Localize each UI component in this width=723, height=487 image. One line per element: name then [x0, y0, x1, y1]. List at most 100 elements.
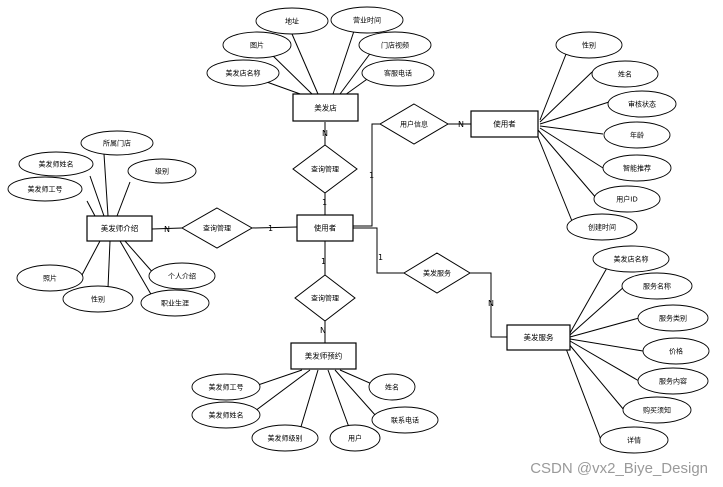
attribute-shape: [602, 154, 672, 182]
relationship-diamond: [292, 144, 358, 194]
attribute-label: 联系电话: [391, 416, 419, 425]
attribute-connector: [539, 43, 571, 121]
card-user-intro-1: 1: [268, 224, 273, 233]
entity-stylist-intro-label: 美发师介绍: [101, 223, 139, 233]
attribute-label: 美发店名称: [226, 69, 261, 78]
attribute-connector: [327, 369, 351, 431]
attribute-shape: [16, 264, 84, 292]
attribute-shape: [603, 121, 671, 149]
attribute-ellipse: 级别: [127, 158, 197, 184]
attribute-label: 智能推荐: [623, 164, 651, 173]
relationship-diamond: [180, 207, 254, 249]
entity-service: 美发服务: [506, 324, 571, 351]
entity-box: [292, 93, 359, 122]
entity-salon: 美发店: [292, 93, 359, 122]
entity-service-label: 美发服务: [524, 332, 554, 342]
attribute-shape: [566, 213, 638, 241]
attribute-connector: [334, 369, 377, 417]
attribute-label: 级别: [155, 167, 169, 176]
card-user-booking-1: 1: [321, 257, 326, 266]
attribute-connector: [569, 338, 644, 352]
attribute-shape: [329, 424, 381, 452]
attribute-shape: [191, 401, 261, 429]
attribute-connector: [107, 240, 111, 289]
attribute-shape: [371, 406, 439, 434]
entity-stylist-booking-label: 美发师预约: [305, 351, 343, 361]
attribute-label: 价格: [669, 347, 683, 356]
attribute-label: 详情: [627, 436, 641, 445]
attribute-shape: [622, 396, 692, 424]
attribute-shape: [368, 373, 416, 401]
attribute-label: 用户ID: [616, 195, 637, 204]
attribute-connector: [119, 240, 153, 297]
relationship-salon-user: 查询管理: [292, 144, 358, 194]
attribute-connector: [332, 27, 356, 95]
attribute-shape: [555, 31, 623, 59]
attribute-connector: [569, 340, 640, 382]
attribute-connector: [116, 181, 131, 217]
attribute-ellipse: 所属门店: [80, 130, 154, 156]
attribute-ellipse: 年龄: [603, 121, 671, 149]
relationship-customer: 用户信息: [379, 103, 449, 145]
attribute-connector: [267, 50, 313, 95]
attribute-ellipse: 职业生涯: [140, 289, 210, 317]
attribute-connector: [89, 175, 105, 217]
attribute-ellipse: 购买须知: [622, 396, 692, 424]
attribute-shape: [206, 59, 280, 87]
attributes-stylist-intro: 所属门店 美发师姓名 级别 美发师工号 照片 个人介绍 性别 职业生涯: [7, 130, 216, 317]
attribute-shape: [7, 176, 83, 202]
attribute-ellipse: 服务内容: [637, 367, 709, 395]
attribute-connector: [539, 71, 593, 123]
entity-user: 使用者: [296, 214, 354, 242]
attribute-label: 美发店名称: [614, 255, 649, 264]
attribute-label: 客服电话: [384, 69, 412, 78]
attribute-connector: [339, 369, 373, 385]
attribute-label: 服务内容: [659, 377, 687, 386]
connector-user-service-rel: [353, 227, 404, 274]
relationship-intro-user: 查询管理: [180, 207, 254, 249]
attribute-label: 姓名: [385, 383, 399, 392]
attribute-connector: [569, 317, 640, 338]
attribute-shape: [637, 367, 709, 395]
attribute-connector: [539, 125, 604, 135]
attribute-ellipse: 详情: [599, 426, 669, 454]
attribute-label: 地址: [285, 17, 299, 26]
attribute-shape: [127, 158, 197, 184]
card-service-n: N: [488, 299, 494, 308]
attribute-shape: [80, 130, 154, 156]
relationship-intro-user-label: 查询管理: [203, 224, 231, 233]
attribute-shape: [330, 6, 404, 34]
relationship-salon-user-label: 查询管理: [311, 165, 339, 174]
attribute-ellipse: 联系电话: [371, 406, 439, 434]
attribute-shape: [251, 424, 319, 452]
cardinality-labels: N 1 N 1 1 N 1 N 1 N: [164, 120, 494, 335]
connector-intro-relation: [151, 227, 183, 230]
attribute-ellipse: 用户ID: [593, 185, 661, 213]
attribute-label: 用户: [348, 434, 362, 443]
attribute-ellipse: 照片: [16, 264, 84, 292]
relationship-diamond: [403, 252, 471, 294]
attributes-salon: 地址 营业时间 图片 门店视频 美发店名称 客服电话: [206, 6, 435, 87]
attribute-label: 服务类别: [659, 314, 687, 323]
entity-customer-label: 使用者: [493, 119, 516, 129]
attribute-ellipse: 价格: [642, 337, 710, 365]
card-intro-n: N: [164, 225, 170, 234]
attribute-ellipse: 审核状态: [607, 90, 677, 118]
attribute-ellipse: 性别: [62, 285, 134, 313]
attribute-label: 职业生涯: [161, 299, 189, 308]
attribute-ellipse: 门店视频: [358, 31, 432, 59]
relationship-customer-label: 用户信息: [400, 120, 428, 129]
attribute-ellipse: 美发师姓名: [191, 401, 261, 429]
attribute-ellipse: 客服电话: [361, 59, 435, 87]
attribute-connector: [124, 240, 156, 276]
attribute-shape: [191, 373, 261, 401]
attribute-label: 姓名: [618, 70, 632, 79]
connector-service-rel-entity: [470, 272, 507, 338]
attribute-shape: [642, 337, 710, 365]
attribute-shape: [222, 31, 292, 59]
card-booking-n: N: [320, 326, 326, 335]
attribute-label: 年龄: [630, 131, 644, 140]
attribute-label: 美发师姓名: [209, 411, 244, 420]
attribute-shape: [358, 31, 432, 59]
attribute-connector: [537, 129, 598, 200]
